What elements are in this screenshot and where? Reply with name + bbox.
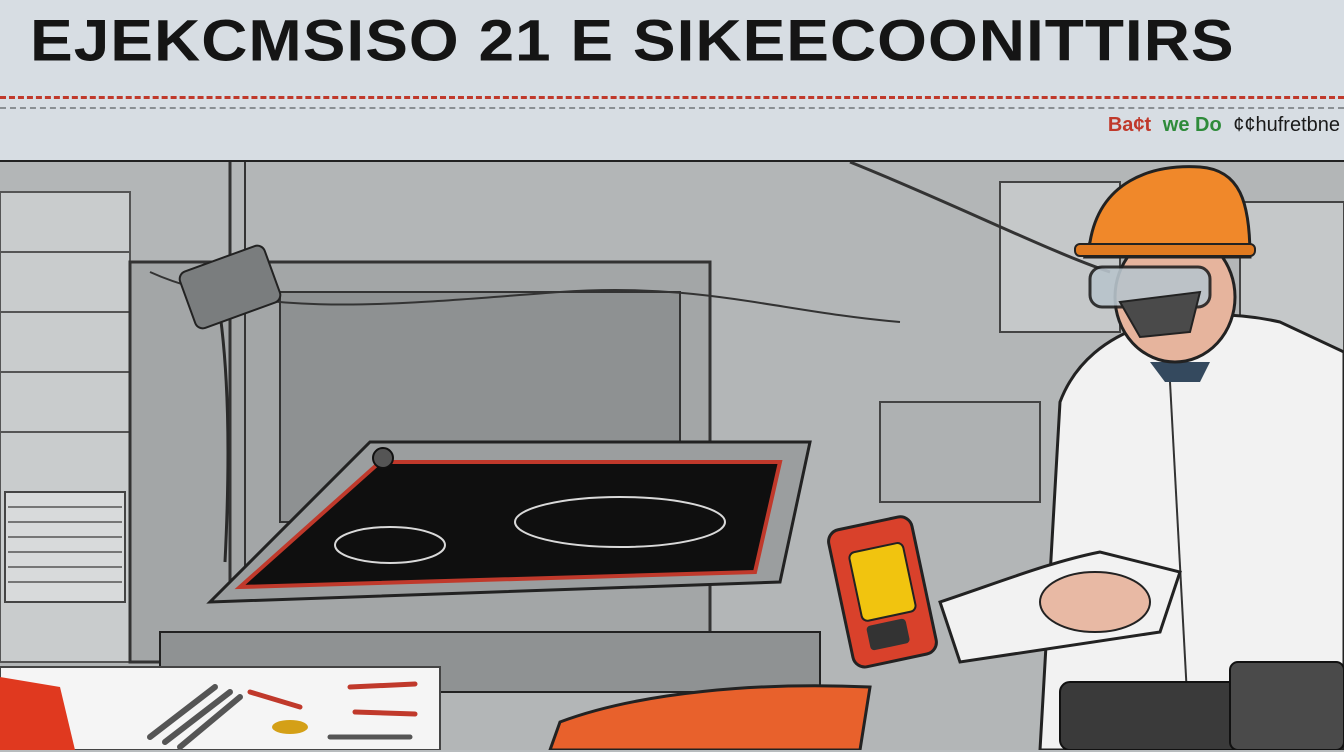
induction-cooktop [206, 440, 812, 604]
tagline: Ba¢t we Do ¢¢hufretbne [1102, 114, 1340, 137]
tagline-part-3: ¢¢hufretbne [1233, 114, 1340, 136]
tool-tray [0, 666, 441, 750]
belt-pouch [1059, 661, 1344, 750]
multimeter [827, 515, 938, 669]
tagline-part-1: Ba¢t [1107, 114, 1152, 136]
safety-goggles [1088, 265, 1212, 339]
technician [938, 165, 1344, 750]
red-dashed-divider [0, 96, 1344, 99]
grey-dashed-divider [0, 107, 1344, 109]
page-title: EJEKCMSISO 21 E SIKEECOONITTIRS [30, 6, 1235, 74]
hard-hat [1074, 165, 1256, 259]
orange-tool-bag [548, 684, 872, 750]
illustration-scene [0, 160, 1344, 752]
header-banner: EJEKCMSISO 21 E SIKEECOONITTIRS Ba¢t we … [0, 0, 1344, 160]
tagline-part-2: we Do [1162, 114, 1222, 136]
